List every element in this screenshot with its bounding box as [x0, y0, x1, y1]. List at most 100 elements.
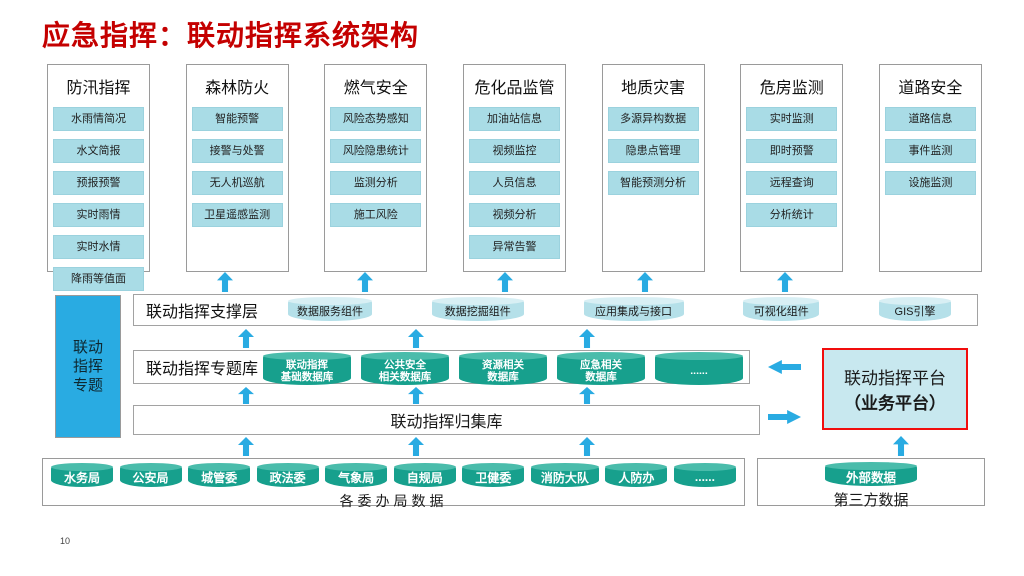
database-cylinder: 联动指挥 基础数据库	[263, 352, 351, 385]
support-component-cylinder: 数据挖掘组件	[431, 297, 524, 321]
category-column: 危房监测实时监测即时预警远程查询分析统计	[740, 64, 844, 272]
feature-item: 多源异构数据	[607, 107, 699, 131]
bureau-cylinder: 政法委	[256, 463, 319, 487]
sidebar-label: 联动 指挥 专题	[72, 339, 103, 394]
database-cylinder: 应急相关 数据库	[557, 352, 645, 385]
feature-item: 风险隐患统计	[330, 139, 422, 163]
database-cylinder: 公共安全 相关数据库	[361, 352, 449, 385]
support-component-label: 应用集成与接口	[595, 306, 672, 318]
flow-arrow-up-icon	[497, 272, 513, 292]
column-header: 防汛指挥	[66, 80, 131, 97]
support-component-cylinder: 可视化组件	[743, 297, 820, 321]
feature-item: 卫星遥感监测	[191, 203, 283, 227]
feature-item: 智能预测分析	[607, 171, 699, 195]
flow-arrow-up-icon	[217, 272, 233, 292]
feature-item: 视频分析	[468, 203, 560, 227]
column-items: 风险态势感知风险隐患统计监测分析施工风险	[330, 107, 422, 227]
feature-item: 降雨等值面	[53, 267, 144, 291]
support-component-cylinder: 数据服务组件	[288, 297, 372, 321]
bureau-cylinder-label: 卫健委	[475, 470, 512, 485]
flow-arrow-up-icon	[579, 329, 595, 348]
database-cylinder: 资源相关 数据库	[459, 352, 547, 385]
column-header: 危化品监管	[474, 80, 555, 97]
feature-item: 监测分析	[330, 171, 422, 195]
database-label: 联动指挥 基础数据库	[280, 358, 334, 383]
flow-arrow-left-icon	[768, 360, 801, 374]
top-columns: 防汛指挥水雨情简况水文简报预报预警实时雨情实时水情降雨等值面森林防火智能预警接警…	[47, 64, 982, 291]
database-label: 应急相关 数据库	[580, 358, 622, 383]
category-column: 森林防火智能预警接警与处警无人机巡航卫星遥感监测	[185, 64, 289, 272]
theme-databases: 联动指挥 基础数据库 公共安全 相关数据库 资源相关 数据库 应急相关 数据库....…	[263, 352, 743, 385]
page-number: 10	[60, 536, 71, 546]
support-component-cylinder: GIS引擎	[879, 297, 951, 321]
database-label: 资源相关 数据库	[482, 358, 524, 383]
category-column: 危化品监管加油站信息视频监控人员信息视频分析异常告警	[462, 64, 566, 272]
external-data-label: 外部数据	[845, 470, 896, 485]
support-component-label: 可视化组件	[753, 306, 809, 318]
feature-item: 无人机巡航	[191, 171, 283, 195]
bureau-cylinder: 公安局	[119, 463, 182, 487]
bureau-cylinder-label: 自规局	[406, 470, 443, 485]
flow-arrow-up-icon	[579, 387, 595, 404]
category-column: 道路安全道路信息事件监测设施监测	[878, 64, 982, 272]
flow-arrow-up-icon	[408, 437, 424, 456]
feature-item: 视频监控	[468, 139, 560, 163]
bureau-cylinders: 水务局公安局城管委政法委气象局自规局卫健委消防大队人防办......	[51, 463, 736, 487]
flow-arrow-up-icon	[579, 437, 595, 456]
flow-arrow-up-icon	[238, 387, 254, 404]
flow-arrow-up-icon	[893, 436, 909, 456]
category-column: 燃气安全风险态势感知风险隐患统计监测分析施工风险	[324, 64, 428, 272]
feature-item: 预报预警	[53, 171, 144, 195]
feature-item: 实时雨情	[53, 203, 144, 227]
feature-item: 水文简报	[53, 139, 144, 163]
platform-label-line1: 联动指挥平台	[844, 369, 946, 388]
third-party-data-label: 第三方数据	[833, 492, 909, 509]
flow-arrow-up-icon	[777, 272, 793, 292]
support-component-cylinder: 应用集成与接口	[583, 297, 684, 321]
collection-library-label: 联动指挥归集库	[390, 414, 503, 431]
category-column: 地质灾害多源异构数据隐患点管理智能预测分析	[601, 64, 705, 272]
column-header: 燃气安全	[343, 80, 408, 97]
flow-arrow-up-icon	[637, 272, 653, 292]
feature-item: 施工风险	[330, 203, 422, 227]
support-component-label: 数据挖掘组件	[444, 306, 511, 318]
bureau-cylinder: 城管委	[188, 463, 251, 487]
bureau-cylinder: ......	[673, 463, 736, 487]
feature-item: 水雨情简况	[53, 107, 144, 131]
column-items: 多源异构数据隐患点管理智能预测分析	[607, 107, 699, 195]
column-header: 森林防火	[205, 80, 270, 97]
bureau-cylinder: 水务局	[51, 463, 113, 487]
column-items: 水雨情简况水文简报预报预警实时雨情实时水情降雨等值面	[53, 107, 144, 291]
theme-library-box: 联动指挥专题库 联动指挥 基础数据库 公共安全 相关数据库 资源相关 数据库 应急相关…	[133, 350, 750, 385]
bureau-cylinder: 消防大队	[530, 463, 599, 487]
feature-item: 风险态势感知	[330, 107, 422, 131]
bureau-cylinder-label: ......	[694, 470, 715, 484]
feature-item: 即时预警	[746, 139, 838, 163]
support-layer-label: 联动指挥支撑层	[146, 304, 259, 321]
flow-arrow-up-icon	[408, 329, 424, 348]
bureau-cylinder: 自规局	[393, 463, 456, 487]
sidebar-linked-command-topic: 联动 指挥 专题	[55, 295, 121, 438]
database-cylinder: ......	[655, 352, 743, 385]
feature-item: 道路信息	[884, 107, 976, 131]
feature-item: 设施监测	[884, 171, 976, 195]
bureau-cylinder-label: 消防大队	[540, 470, 589, 485]
database-label: 公共安全 相关数据库	[378, 358, 432, 383]
bureau-data-label: 各委办局数据	[339, 493, 448, 509]
feature-item: 分析统计	[746, 203, 838, 227]
bureau-data-box: 水务局公安局城管委政法委气象局自规局卫健委消防大队人防办...... 各委办局数…	[42, 458, 745, 509]
page-title: 应急指挥：联动指挥系统架构	[42, 20, 420, 51]
support-layer-box: 联动指挥支撑层 数据服务组件 数据挖掘组件 应用集成与接口 可视化组件 GIS引擎	[133, 294, 978, 326]
flow-arrow-up-icon	[238, 437, 254, 456]
feature-item: 异常告警	[468, 235, 560, 259]
flow-arrow-up-icon	[238, 329, 254, 348]
bureau-cylinder-label: 政法委	[269, 470, 306, 485]
bureau-cylinder-label: 气象局	[338, 470, 375, 485]
feature-item: 人员信息	[468, 171, 560, 195]
flow-arrow-up-icon	[357, 272, 373, 292]
category-column: 防汛指挥水雨情简况水文简报预报预警实时雨情实时水情降雨等值面	[47, 64, 150, 291]
column-header: 地质灾害	[621, 80, 686, 97]
external-data-cylinder: 外部数据	[825, 462, 917, 486]
theme-library-label: 联动指挥专题库	[146, 361, 259, 378]
